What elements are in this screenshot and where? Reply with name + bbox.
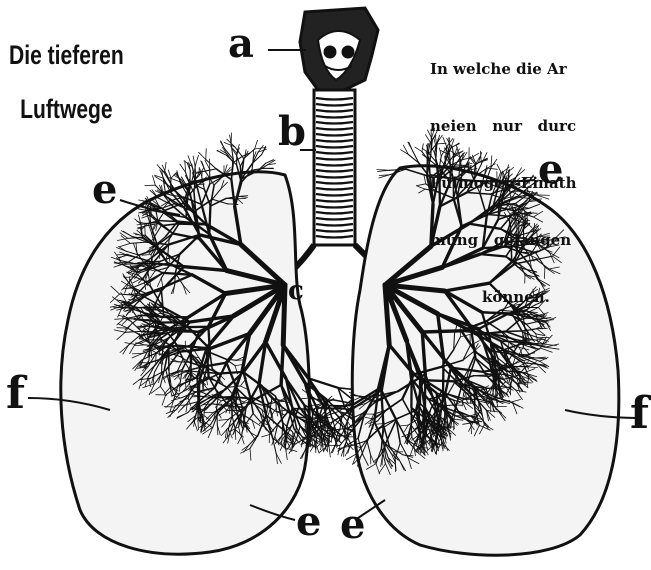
label-e-upper-left: e xyxy=(92,170,117,210)
caption-line-4: mung gelangen xyxy=(430,231,651,250)
larynx xyxy=(300,8,378,92)
label-c-bronchus: c xyxy=(288,278,304,304)
label-f-left: f xyxy=(6,372,25,416)
label-e-upper-right: e xyxy=(538,150,563,190)
caption-line-5: können. xyxy=(430,288,651,307)
heading-line-2: Luftwege xyxy=(4,82,129,136)
label-f-right: f xyxy=(630,392,649,436)
label-e-lower-right: e xyxy=(340,505,365,545)
heading-line-1: Die tieferen xyxy=(4,28,129,82)
label-b-trachea: b xyxy=(278,112,306,152)
label-a-larynx: a xyxy=(228,24,254,64)
caption-line-1: In welche die Ar xyxy=(430,60,651,79)
caption-line-2: neien nur durc xyxy=(430,117,651,136)
label-e-lower-left: e xyxy=(296,502,321,542)
page-heading: Die tieferen Luftwege xyxy=(4,28,129,136)
